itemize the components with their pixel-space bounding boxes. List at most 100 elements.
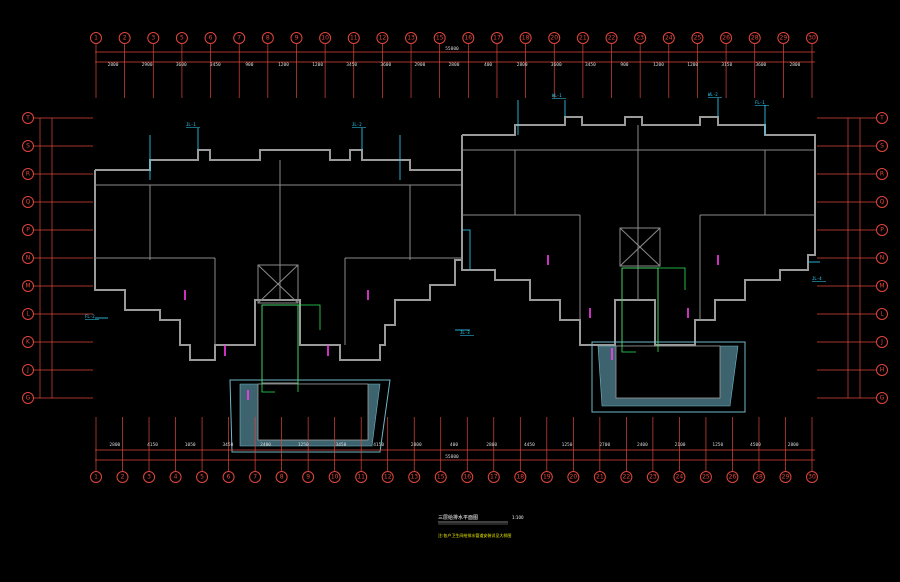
bottom-axis-15: 15 xyxy=(434,417,447,483)
riser-tag: FL-2 xyxy=(85,314,95,319)
drawing-title: 三层给排水平面图 xyxy=(438,514,478,521)
svg-text:23: 23 xyxy=(636,35,644,42)
top-axis-15: 15 xyxy=(433,32,446,98)
svg-text:20: 20 xyxy=(570,474,578,481)
svg-text:10: 10 xyxy=(321,35,329,42)
svg-text:S: S xyxy=(26,143,30,150)
svg-text:6: 6 xyxy=(209,35,213,42)
bottom-axis-10: 10 xyxy=(328,417,341,483)
svg-text:15: 15 xyxy=(436,35,444,42)
left-axis-K: K xyxy=(22,336,93,348)
bottom-dimension: 2800 xyxy=(486,442,497,448)
left-axis-N: N xyxy=(22,252,93,264)
bottom-axis-23: 23 xyxy=(646,417,659,483)
drawing-scale: 1:100 xyxy=(512,515,524,520)
left-axis-R: R xyxy=(22,168,93,180)
riser-tag: FL-1 xyxy=(755,100,765,105)
svg-text:28: 28 xyxy=(755,474,763,481)
top-dimension: 2800 xyxy=(108,62,119,68)
overall-dimension-top: 55800 xyxy=(445,46,459,52)
svg-text:R: R xyxy=(26,171,30,178)
roof-canopy-right xyxy=(591,341,746,413)
svg-text:M: M xyxy=(879,283,884,290)
top-axis-3: 3 xyxy=(147,32,160,98)
bottom-axis-11: 11 xyxy=(355,417,368,483)
bottom-axis-7: 7 xyxy=(249,417,262,483)
top-dimension: 3600 xyxy=(380,62,391,68)
top-axis-30: 30 xyxy=(806,32,818,98)
top-dimension: 1200 xyxy=(312,62,323,68)
bottom-axis-22: 22 xyxy=(620,417,633,483)
bottom-dimension: 4150 xyxy=(373,442,384,448)
top-dimension: 2800 xyxy=(517,62,528,68)
riser-tag: JL-4 xyxy=(812,276,822,281)
svg-text:22: 22 xyxy=(623,474,631,481)
svg-text:21: 21 xyxy=(596,474,604,481)
left-axis-M: M xyxy=(22,280,93,292)
bottom-axis-5: 5 xyxy=(196,417,209,483)
bottom-axis-17: 17 xyxy=(487,417,500,483)
svg-text:L: L xyxy=(880,311,884,318)
top-axis-24: 24 xyxy=(662,32,675,98)
bottom-dimension: 4150 xyxy=(147,442,158,448)
top-axis-2: 2 xyxy=(118,32,131,98)
bottom-axis-30: 30 xyxy=(806,417,818,483)
svg-text:9: 9 xyxy=(306,474,310,481)
svg-text:N: N xyxy=(880,255,885,262)
svg-text:30: 30 xyxy=(808,474,816,481)
svg-text:M: M xyxy=(25,283,30,290)
svg-text:H: H xyxy=(880,367,885,374)
svg-text:19: 19 xyxy=(543,474,551,481)
stair-left xyxy=(261,304,299,384)
riser-tag: JL-3 xyxy=(460,330,470,335)
left-axis-P: P xyxy=(22,224,93,236)
top-dimension: 2900 xyxy=(414,62,425,68)
top-axis-7: 7 xyxy=(233,32,246,98)
left-axis-S: S xyxy=(22,140,93,152)
svg-text:22: 22 xyxy=(608,35,616,42)
svg-text:25: 25 xyxy=(694,35,702,42)
bottom-axis-16: 16 xyxy=(461,417,474,483)
svg-text:P: P xyxy=(880,227,884,234)
top-dimension: 3600 xyxy=(755,62,766,68)
bottom-axis-26: 26 xyxy=(726,417,739,483)
bottom-axis-19: 19 xyxy=(540,417,553,483)
svg-text:25: 25 xyxy=(702,474,710,481)
overall-dimension-bottom: 55800 xyxy=(445,454,459,460)
svg-text:S: S xyxy=(880,143,884,150)
supply-pipes xyxy=(95,98,820,331)
svg-text:24: 24 xyxy=(676,474,684,481)
left-axis-L: L xyxy=(22,308,93,320)
drain-pipes xyxy=(261,267,686,393)
bottom-axis-8: 8 xyxy=(275,417,288,483)
right-axis-S: S xyxy=(817,140,888,152)
top-dimension: 1200 xyxy=(653,62,664,68)
svg-text:16: 16 xyxy=(464,35,472,42)
svg-text:3: 3 xyxy=(147,474,151,481)
right-axis-H: H xyxy=(817,364,888,376)
bottom-axis-25: 25 xyxy=(699,417,712,483)
svg-text:5: 5 xyxy=(180,35,184,42)
svg-text:2: 2 xyxy=(121,474,125,481)
bottom-dimension: 4450 xyxy=(524,442,535,448)
top-dimension: 3600 xyxy=(176,62,187,68)
top-dimension: 3450 xyxy=(210,62,221,68)
bottom-dimension: 1050 xyxy=(185,442,196,448)
top-axis-23: 23 xyxy=(634,32,647,98)
bottom-axis-4: 4 xyxy=(169,417,182,483)
svg-text:18: 18 xyxy=(522,35,530,42)
riser-tag: JL-1 xyxy=(186,122,196,127)
top-dimension: 900 xyxy=(245,62,253,68)
top-axis-6: 6 xyxy=(204,32,217,98)
top-dimension: 3450 xyxy=(585,62,596,68)
bottom-dimension: 1250 xyxy=(562,442,573,448)
bottom-axis-24: 24 xyxy=(673,417,686,483)
svg-text:13: 13 xyxy=(410,474,418,481)
right-axis-P: P xyxy=(817,224,888,236)
svg-text:1: 1 xyxy=(94,474,98,481)
bottom-axis-20: 20 xyxy=(567,417,580,483)
riser-markers xyxy=(184,255,719,400)
